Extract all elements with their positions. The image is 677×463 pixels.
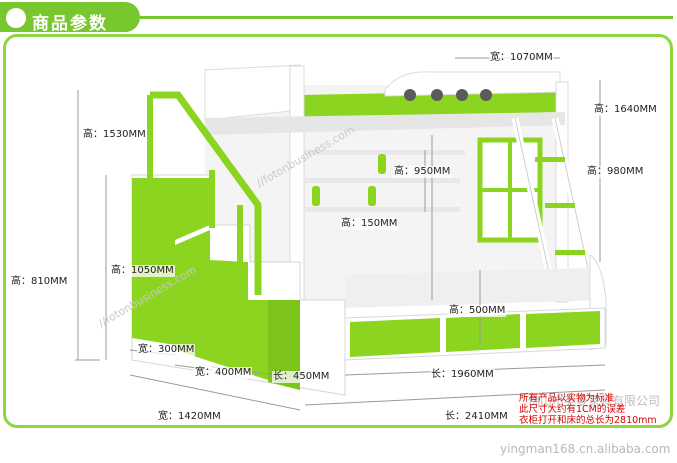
stair-cabinet-door-3 [268,300,300,390]
dim-width-top: 宽：1070MM [489,52,554,64]
top-rail-left [204,64,301,121]
page-header: 商品参数 [0,0,677,34]
size-notes: 所有产品以实物为标准 此尺寸大约有1CM的误差 衣柜打开和床的总长为2810mm [519,393,669,426]
shelf-1 [305,150,465,155]
ladder-rung-3 [555,250,585,255]
brand-logo-icon [6,8,26,28]
ladder-rung-2 [545,203,575,208]
dim-width-1420: 宽：1420MM [157,411,222,423]
shelf-3 [305,207,460,212]
dim-height-ladder: 高：980MM [586,166,645,178]
dim-height-total: 高：1640MM [593,104,658,116]
lower-bed-deck [345,268,605,308]
stair-handrail [150,91,262,295]
dim-length-2410: 长：2410MM [444,411,509,423]
upper-bunk-slab [205,112,565,135]
rail-hole-4 [480,89,492,101]
stair-cabinet-door-2 [175,230,268,380]
dim-width-300: 宽：300MM [137,344,196,356]
shelf-divider-2 [312,186,320,206]
rail-hole-1 [404,89,416,101]
dim-height-upper: 高：1530MM [82,129,147,141]
ladder-rung-1 [535,157,565,162]
drawer-3 [526,311,600,348]
dim-height-lower: 高：500MM [448,305,507,317]
note-line-1: 所有产品以实物为标准 [519,393,615,404]
dim-height-stair: 高：1050MM [110,265,175,277]
top-rail-green [300,90,560,118]
dim-length-1960: 长：1960MM [430,369,495,381]
rail-hole-2 [431,89,443,101]
rail-hole-3 [456,89,468,101]
dim-height-shelf: 高：950MM [393,166,452,178]
site-url-watermark: yingman168.cn.alibaba.com [500,442,671,456]
drawer-1 [350,318,440,357]
dim-height-810: 高：810MM [10,276,69,288]
dim-width-400: 宽：400MM [194,367,253,379]
company-watermark: 佛山市英曼家具有限公司 [528,394,661,408]
shelf-2 [305,178,460,183]
shelf-divider-1 [378,154,386,174]
dim-height-shelf-gap: 高：150MM [340,218,399,230]
page-title: 商品参数 [32,14,108,34]
drawer-2 [446,314,520,352]
header-divider [140,16,673,19]
shelf-divider-3 [368,186,376,206]
note-line-3: 衣柜打开和床的总长为2810mm [519,415,657,426]
stair-cabinet-door-1 [132,178,210,345]
dim-length-450: 长：450MM [272,371,331,383]
note-line-2: 此尺寸大约有1CM的误差 [519,404,626,415]
header-banner: 商品参数 [0,2,140,34]
